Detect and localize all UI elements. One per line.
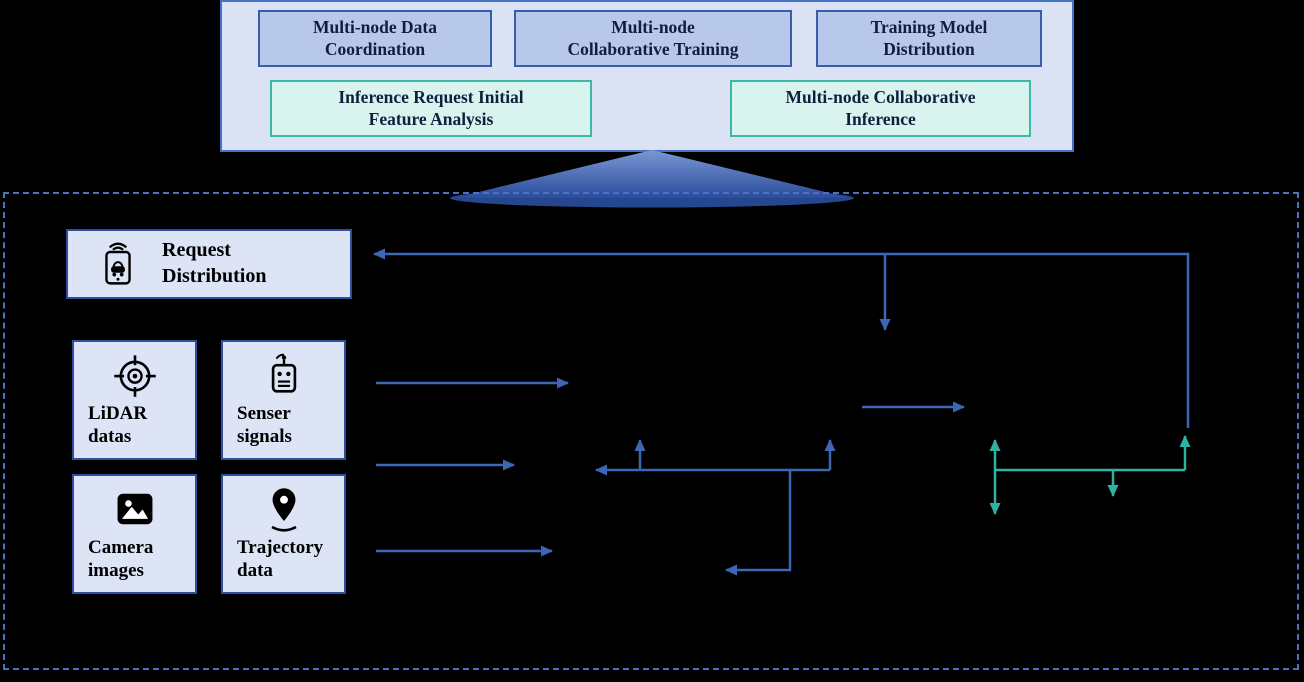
- box-multi-node-collaborative-training: Multi-node Collaborative Training: [514, 10, 792, 67]
- node-label: Trajectory data: [237, 537, 324, 582]
- box-training-model-distribution: Training Model Distribution: [816, 10, 1042, 67]
- request-distribution-node: Request Distribution: [66, 229, 352, 299]
- node-label: LiDAR datas: [88, 403, 148, 448]
- box-label: Multi-node Collaborative Training: [567, 16, 739, 59]
- senser-signals-node: Senser signals: [221, 340, 346, 460]
- node-label: Senser signals: [237, 403, 292, 448]
- cloud-panel: Multi-node Data Coordination Multi-node …: [220, 0, 1074, 152]
- lidar-datas-node: LiDAR datas: [72, 340, 197, 460]
- node-label: Request Distribution: [162, 239, 267, 287]
- box-label: Multi-node Collaborative Inference: [785, 86, 976, 129]
- camera-image-icon: [111, 485, 159, 533]
- node-label: Camera images: [88, 537, 154, 582]
- trajectory-data-node: Trajectory data: [221, 474, 346, 594]
- trajectory-pin-icon: [260, 485, 308, 533]
- box-inference-request-initial-feature-analysis: Inference Request Initial Feature Analys…: [270, 80, 592, 137]
- box-label: Multi-node Data Coordination: [313, 16, 437, 59]
- edge-panel: [3, 192, 1299, 670]
- sensor-device-icon: [260, 351, 308, 399]
- camera-images-node: Camera images: [72, 474, 197, 594]
- vehicle-signal-icon: [94, 239, 142, 289]
- box-label: Inference Request Initial Feature Analys…: [338, 86, 524, 129]
- box-label: Training Model Distribution: [870, 16, 988, 59]
- box-multi-node-collaborative-inference: Multi-node Collaborative Inference: [730, 80, 1031, 137]
- lidar-target-icon: [111, 351, 159, 399]
- box-multi-node-data-coordination: Multi-node Data Coordination: [258, 10, 492, 67]
